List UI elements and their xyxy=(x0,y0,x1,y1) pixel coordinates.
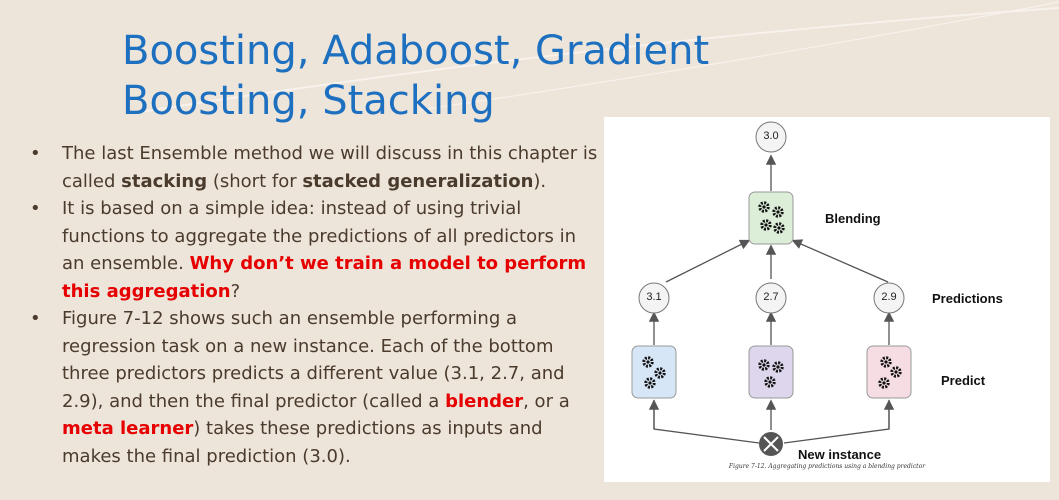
predictor-box-1 xyxy=(631,345,677,399)
bullet-text: (short for xyxy=(207,170,303,192)
blender-box xyxy=(748,191,794,245)
term-stacking: stacking xyxy=(121,170,208,192)
bullet-text: Figure 7-12 shows such an ensemble perfo… xyxy=(62,308,565,412)
bullet-text: ? xyxy=(230,280,241,302)
bullet-text: The last Ensemble method we will discuss… xyxy=(62,143,598,192)
prediction-value-3: 2.9 xyxy=(881,291,897,303)
highlight-question: Why don’t we train a model to perform th… xyxy=(62,253,587,302)
term-blender: blender xyxy=(445,390,524,412)
bullet-stacking: The last Ensemble method we will discuss… xyxy=(28,140,598,195)
prediction-value-1: 3.1 xyxy=(646,291,662,303)
term-meta-learner: meta learner xyxy=(62,418,194,439)
bullet-text: It is based on a simple idea: instead of… xyxy=(62,198,576,274)
bullet-text: , or a xyxy=(523,390,570,412)
diagram-arrows xyxy=(648,154,895,444)
bullet-text: ) takes these predictions as inputs and … xyxy=(62,418,543,467)
title-line-1: Boosting, Adaboost, Gradient xyxy=(122,28,710,74)
new-instance-label: New instance xyxy=(798,447,882,462)
term-stacked-generalization: stacked generalization xyxy=(302,170,534,192)
predict-label: Predict xyxy=(941,373,986,388)
blending-label: Blending xyxy=(825,211,881,226)
slide-title: Boosting, Adaboost, Gradient Boosting, S… xyxy=(122,26,822,126)
prediction-value-2: 2.7 xyxy=(763,291,779,303)
bullet-text: ). xyxy=(533,170,547,192)
prediction-circle-1 xyxy=(638,282,670,314)
prediction-circle-2 xyxy=(755,282,787,314)
stacking-diagram: 3.0 3.1 2.7 2.9 Blending Predictions Pre… xyxy=(604,117,1050,482)
predictions-label: Predictions xyxy=(932,291,1003,306)
figure-caption: Figure 7-12. Aggregating predictions usi… xyxy=(728,463,926,470)
predictor-box-2 xyxy=(748,345,794,399)
final-prediction-circle xyxy=(755,121,787,153)
title-line-2: Boosting, Stacking xyxy=(122,78,495,124)
bullet-list: The last Ensemble method we will discuss… xyxy=(28,140,598,470)
prediction-circle-3 xyxy=(873,282,905,314)
predictor-box-3 xyxy=(866,345,912,399)
final-prediction-value: 3.0 xyxy=(763,130,779,142)
diagram-svg xyxy=(631,121,912,456)
bullet-figure: Figure 7-12 shows such an ensemble perfo… xyxy=(28,305,598,470)
cross-icon xyxy=(763,436,779,452)
bullet-idea: It is based on a simple idea: instead of… xyxy=(28,195,598,305)
